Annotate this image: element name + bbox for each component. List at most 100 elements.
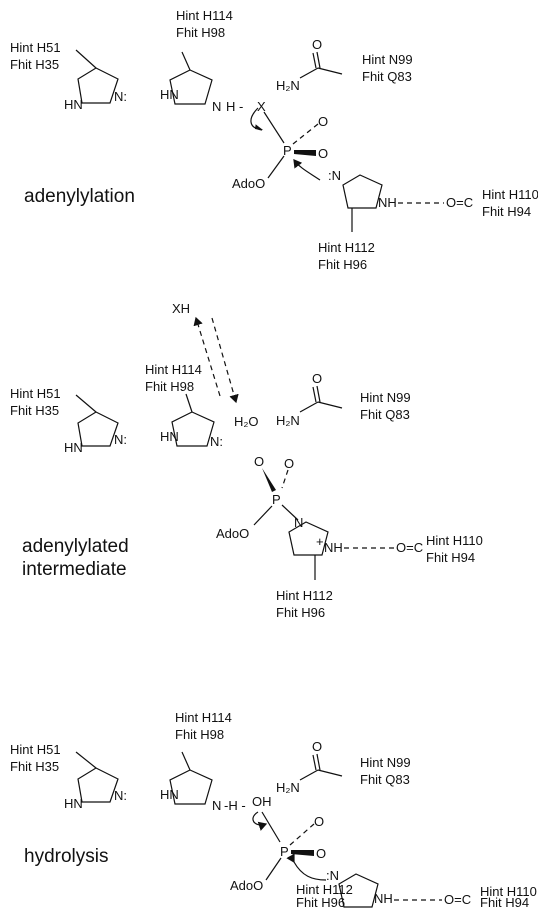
bond <box>185 393 193 413</box>
phosphate: P O O AdoO <box>232 107 328 191</box>
panel-title: adenylylation <box>24 186 135 207</box>
bond <box>75 49 97 69</box>
imidazole-ring <box>338 873 379 908</box>
label-fhit-q83: Fhit Q83 <box>362 69 412 84</box>
atom-o: O <box>318 114 328 129</box>
bond <box>299 769 319 781</box>
imidazole-ring <box>171 411 215 447</box>
atom-h2o: H₂O <box>234 414 259 429</box>
label-fhit-q83: Fhit Q83 <box>360 407 410 422</box>
residue-his114: Hint H114 Fhit H98 HN N: <box>145 362 223 449</box>
atom-adoo: AdoO <box>216 526 249 541</box>
phosphate: O O P AdoO <box>216 454 299 541</box>
label-fhit-q83: Fhit Q83 <box>360 772 410 787</box>
atom-h2n: H₂N <box>276 780 300 795</box>
bond <box>281 504 299 521</box>
label-fhit-h98: Fhit H98 <box>145 379 194 394</box>
label-hint-h51: Hint H51 <box>10 742 61 757</box>
bond <box>316 753 321 771</box>
panel-title-line1: adenylylated <box>22 536 129 557</box>
atom-oc: O=C <box>396 540 423 555</box>
atom-hn: HN <box>64 440 83 455</box>
bond <box>316 51 321 69</box>
atom-n: N: <box>114 432 127 447</box>
residue-n99: O H₂N Hint N99 Fhit Q83 <box>276 37 413 93</box>
atom-o: O <box>312 37 322 52</box>
bond-wedge <box>291 850 314 856</box>
imidazole-ring <box>169 769 213 805</box>
label-fhit-h94: Fhit H94 <box>426 550 475 565</box>
atom-adoo: AdoO <box>230 878 263 893</box>
curved-arrow <box>250 107 264 131</box>
atom-o: O <box>312 371 322 386</box>
bond <box>181 751 191 771</box>
label-fhit-h98: Fhit H98 <box>175 727 224 742</box>
bond-wedge <box>262 468 276 492</box>
label-hint-h110: Hint H110 <box>480 884 537 899</box>
atom-h-bond: -H - <box>224 798 246 813</box>
bond <box>312 52 317 69</box>
atom-oc: O=C <box>446 195 473 210</box>
label-hint-h112: Hint H112 <box>296 882 353 897</box>
imidazole-ring <box>288 521 329 556</box>
atom-n: N: <box>114 89 127 104</box>
atom-adoo: AdoO <box>232 176 265 191</box>
label-fhit-h98: Fhit H98 <box>176 25 225 40</box>
atom-n: N <box>294 515 303 530</box>
bond <box>75 394 97 413</box>
atom-n: N: <box>114 788 127 803</box>
panel-title-line2: intermediate <box>22 559 127 580</box>
bond <box>299 67 319 79</box>
panel-adenylylated-intermediate: XH H₂O Hint H51 Fhit H35 HN N: Hint H114… <box>10 301 483 620</box>
bond <box>292 123 319 145</box>
label-hint-h51: Hint H51 <box>10 40 61 55</box>
bond <box>181 51 191 71</box>
bond <box>289 823 315 846</box>
atom-o: O <box>284 456 294 471</box>
bond <box>261 811 281 843</box>
bond <box>317 401 343 409</box>
residue-his112: N + NH O=C Hint H110 Fhit H94 Hint H112 … <box>276 515 483 620</box>
atom-oc: O=C <box>444 892 471 907</box>
bond <box>312 754 317 771</box>
label-hint-h114: Hint H114 <box>175 710 232 725</box>
label-hint-h112: Hint H112 <box>318 240 375 255</box>
leaving-arrow <box>193 316 221 397</box>
atom-hn: HN <box>160 787 179 802</box>
bond <box>317 67 343 75</box>
atom-n: :N <box>328 168 341 183</box>
label-fhit-h35: Fhit H35 <box>10 403 59 418</box>
bond <box>299 401 319 413</box>
atom-n: N: <box>210 434 223 449</box>
label-hint-h114: Hint H114 <box>145 362 202 377</box>
residue-n99: O H₂N Hint N99 Fhit Q83 <box>276 371 411 428</box>
residue-his51: Hint H51 Fhit H35 HN N: <box>10 40 127 112</box>
curved-arrow <box>252 811 268 831</box>
atom-n: N <box>212 99 221 114</box>
label-fhit-h35: Fhit H35 <box>10 759 59 774</box>
residue-his51: Hint H51 Fhit H35 HN N: <box>10 742 127 811</box>
atom-hn: HN <box>64 796 83 811</box>
bond <box>316 385 321 403</box>
imidazole-ring <box>169 69 213 105</box>
residue-his112: :N NH O=C Hint H110 Fhit H94 Hint H112 F… <box>318 168 538 272</box>
bond <box>312 386 317 403</box>
atom-h2n: H₂N <box>276 413 300 428</box>
imidazole-ring <box>342 174 383 209</box>
atom-p: P <box>272 492 281 507</box>
atom-p: P <box>280 844 289 859</box>
atom-o: O <box>312 739 322 754</box>
label-hint-n99: Hint N99 <box>362 52 413 67</box>
atom-nh: NH <box>374 891 393 906</box>
bond-wedge <box>294 150 316 156</box>
label-hint-h110: Hint H110 <box>426 533 483 548</box>
label-fhit-h96: Fhit H96 <box>296 895 345 909</box>
residue-his114: Hint H114 Fhit H98 HN N -H - OH <box>160 710 272 813</box>
atom-p: P <box>283 143 292 158</box>
label-hint-h114: Hint H114 <box>176 8 233 23</box>
atom-hn: HN <box>160 87 179 102</box>
bond <box>281 469 289 489</box>
atom-x: X <box>257 99 266 114</box>
bond <box>317 769 343 777</box>
